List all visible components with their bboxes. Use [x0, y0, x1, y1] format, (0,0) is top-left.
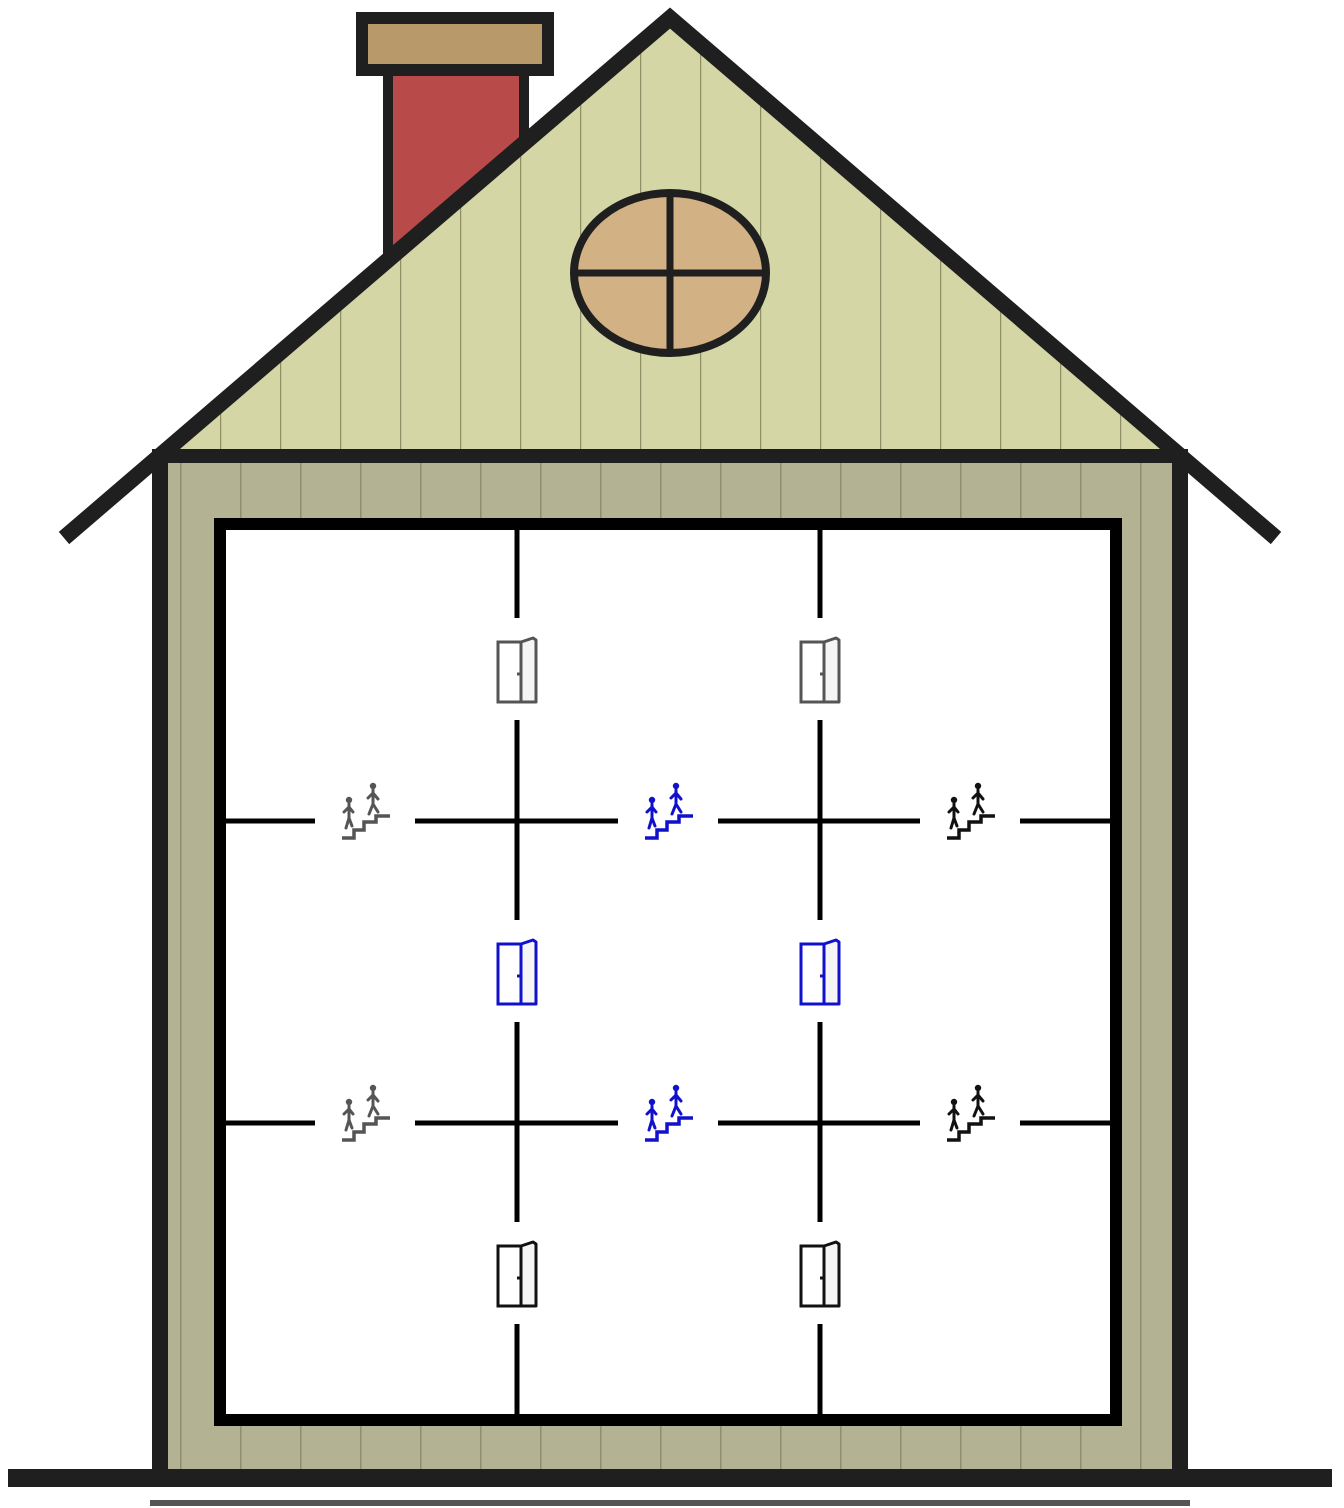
round-window-icon — [574, 193, 766, 353]
floor-plan — [220, 524, 1116, 1420]
